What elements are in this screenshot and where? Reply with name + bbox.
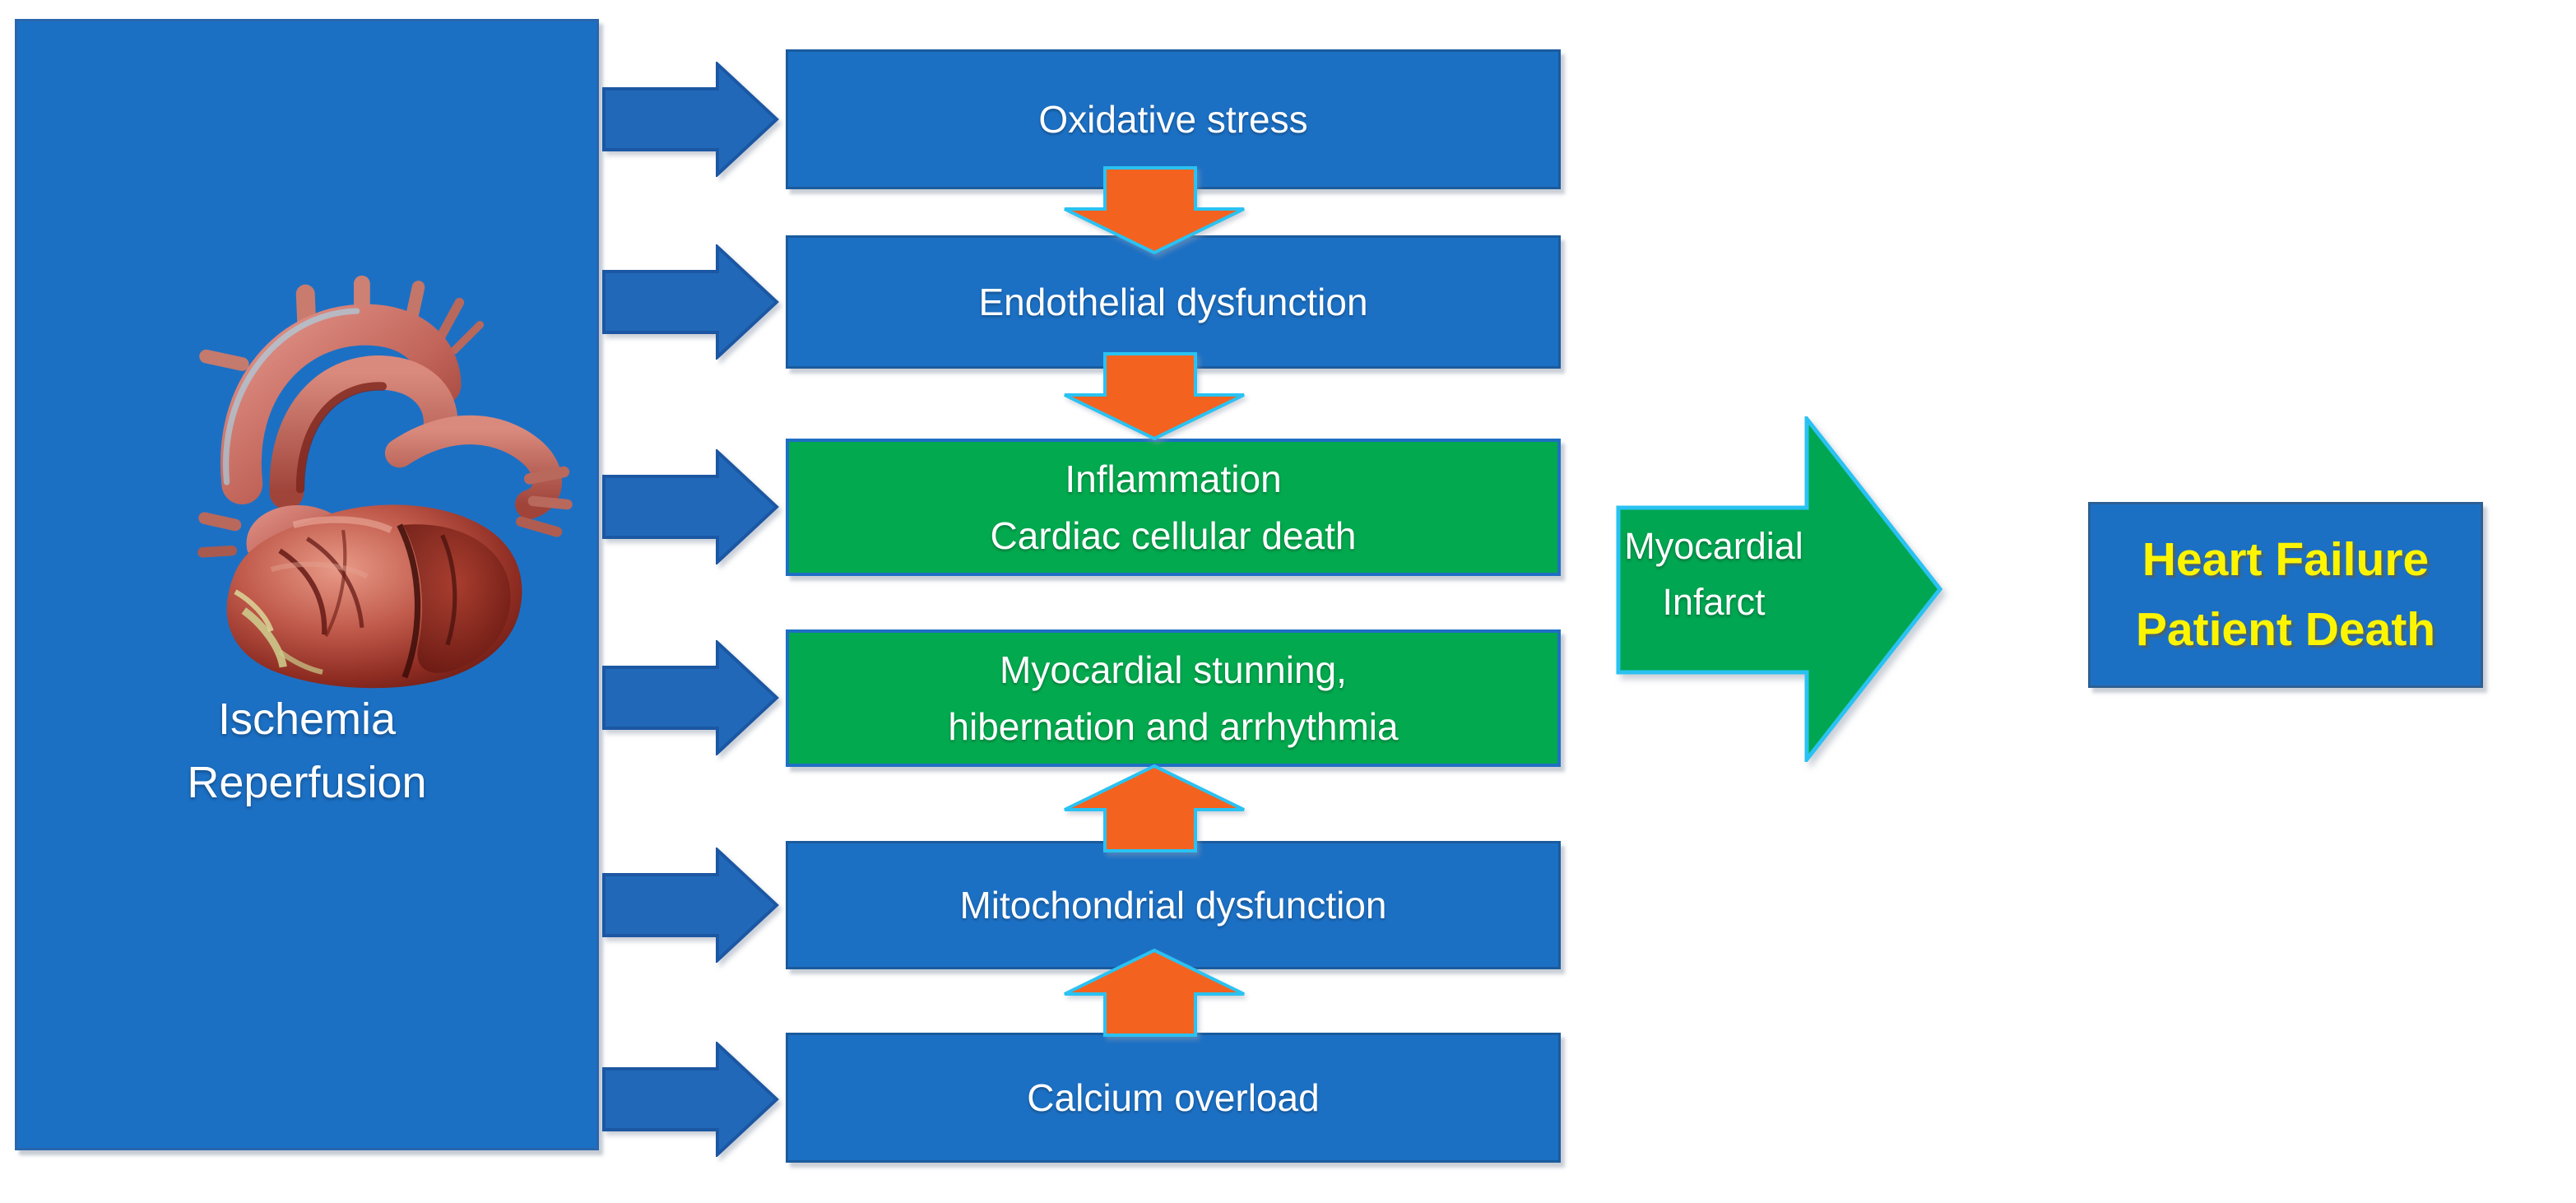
feeder-arrow-icon bbox=[602, 640, 779, 755]
down-arrow-icon bbox=[1064, 352, 1245, 441]
up-arrow-icon bbox=[1064, 948, 1245, 1037]
outcome-box-heart-failure: Heart Failure Patient Death bbox=[2088, 502, 2483, 688]
up-arrow-icon bbox=[1064, 764, 1245, 852]
pathway-box-label: Mitochondrial dysfunction bbox=[959, 883, 1387, 927]
myocardial-infarct-arrow bbox=[1616, 416, 1943, 762]
pathway-box-label-line1: Inflammation bbox=[1065, 457, 1282, 500]
pathway-box-myocardial-stunning: Myocardial stunning, hibernation and arr… bbox=[786, 629, 1561, 767]
pathway-box-oxidative-stress: Oxidative stress bbox=[786, 49, 1561, 189]
myocardial-infarct-line2: Infarct bbox=[1662, 580, 1766, 623]
source-label-line1: Ischemia bbox=[217, 694, 397, 744]
source-box-label: Ischemia Reperfusion bbox=[17, 688, 596, 814]
pathway-box-label-line1: Myocardial stunning, bbox=[1000, 648, 1347, 691]
feeder-arrow-icon bbox=[602, 62, 779, 177]
feeder-arrow-icon bbox=[602, 449, 779, 564]
outcome-line1: Heart Failure bbox=[2142, 532, 2430, 586]
pathway-box-label-line2: hibernation and arrhythmia bbox=[948, 704, 1399, 748]
pathway-box-label: Calcium overload bbox=[1027, 1075, 1320, 1119]
feeder-arrow-icon bbox=[602, 244, 779, 360]
myocardial-infarct-label: Myocardial Infarct bbox=[1611, 518, 1817, 629]
myocardial-infarct-line1: Myocardial bbox=[1624, 525, 1803, 567]
heart-illustration bbox=[197, 275, 573, 689]
pathway-box-label-line2: Cardiac cellular death bbox=[990, 513, 1357, 557]
feeder-arrow-icon bbox=[602, 1042, 779, 1157]
feeder-arrow-icon bbox=[602, 848, 779, 963]
pathway-box-inflammation-cardiac-cellular-death: Inflammation Cardiac cellular death bbox=[786, 439, 1561, 576]
source-label-line2: Reperfusion bbox=[187, 757, 427, 807]
pathway-box-label: Endothelial dysfunction bbox=[978, 280, 1368, 323]
pathway-box-endothelial-dysfunction: Endothelial dysfunction bbox=[786, 235, 1561, 369]
pathway-box-calcium-overload: Calcium overload bbox=[786, 1033, 1561, 1163]
pathway-box-label: Oxidative stress bbox=[1038, 97, 1308, 141]
outcome-line2: Patient Death bbox=[2135, 603, 2436, 656]
source-box: Ischemia Reperfusion bbox=[15, 19, 599, 1150]
down-arrow-icon bbox=[1064, 166, 1245, 255]
